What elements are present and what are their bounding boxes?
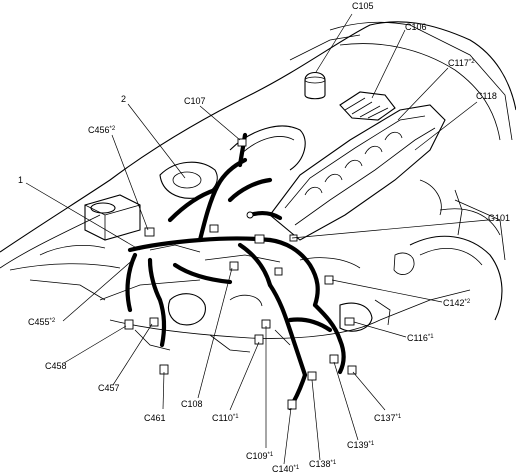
- engine-block: [84, 71, 463, 353]
- connector-c110: [254, 334, 264, 345]
- label-c137: C137*1: [374, 413, 402, 423]
- label-c109: C109*1: [246, 451, 274, 461]
- connector-c: [254, 234, 265, 244]
- connector-c456: [144, 227, 155, 237]
- connector-c458: [124, 319, 134, 330]
- connector-c142: [324, 275, 334, 285]
- connector-b: [229, 261, 239, 271]
- label-c142: C142*2: [443, 298, 471, 308]
- connector-d: [274, 267, 283, 276]
- connector-c139: [329, 354, 339, 364]
- connector-c138: [307, 371, 317, 381]
- connector-c137: [347, 365, 357, 375]
- label-c457: C457: [98, 383, 120, 393]
- label-c107: C107: [184, 96, 206, 106]
- label-c117: C117*2: [448, 58, 475, 68]
- label-c116: C116*1: [407, 333, 434, 343]
- label-item-2: 2: [121, 94, 126, 104]
- connectors: [124, 138, 357, 410]
- label-item-1: 1: [18, 175, 23, 185]
- callout-labels: C105 C106 C117*2 C118 C107 2 C456*2 1 G1…: [18, 1, 510, 474]
- wire-harness: [125, 132, 346, 411]
- label-c118: C118: [476, 91, 497, 101]
- label-c110: C110*1: [212, 413, 239, 423]
- leader-lines: [25, 13, 489, 465]
- label-c140: C140*1: [272, 464, 300, 474]
- label-g101: G101: [488, 213, 510, 223]
- ground-point: [246, 211, 254, 219]
- label-c455: C455*2: [28, 317, 56, 327]
- connector-c116: [344, 317, 355, 326]
- label-c458: C458: [45, 361, 67, 371]
- connector-c107: [237, 138, 247, 147]
- label-c139: C139*1: [347, 440, 375, 450]
- connector-c457: [149, 317, 159, 327]
- label-c105: C105: [352, 1, 374, 11]
- label-c108: C108: [181, 399, 203, 409]
- connector-a: [209, 224, 219, 233]
- label-c456: C456*2: [88, 125, 116, 135]
- engine-compartment-outline: [0, 21, 516, 339]
- connector-c140: [287, 399, 297, 410]
- label-c138: C138*1: [309, 459, 337, 469]
- label-c461: C461: [144, 413, 166, 423]
- label-c106: C106: [405, 22, 427, 32]
